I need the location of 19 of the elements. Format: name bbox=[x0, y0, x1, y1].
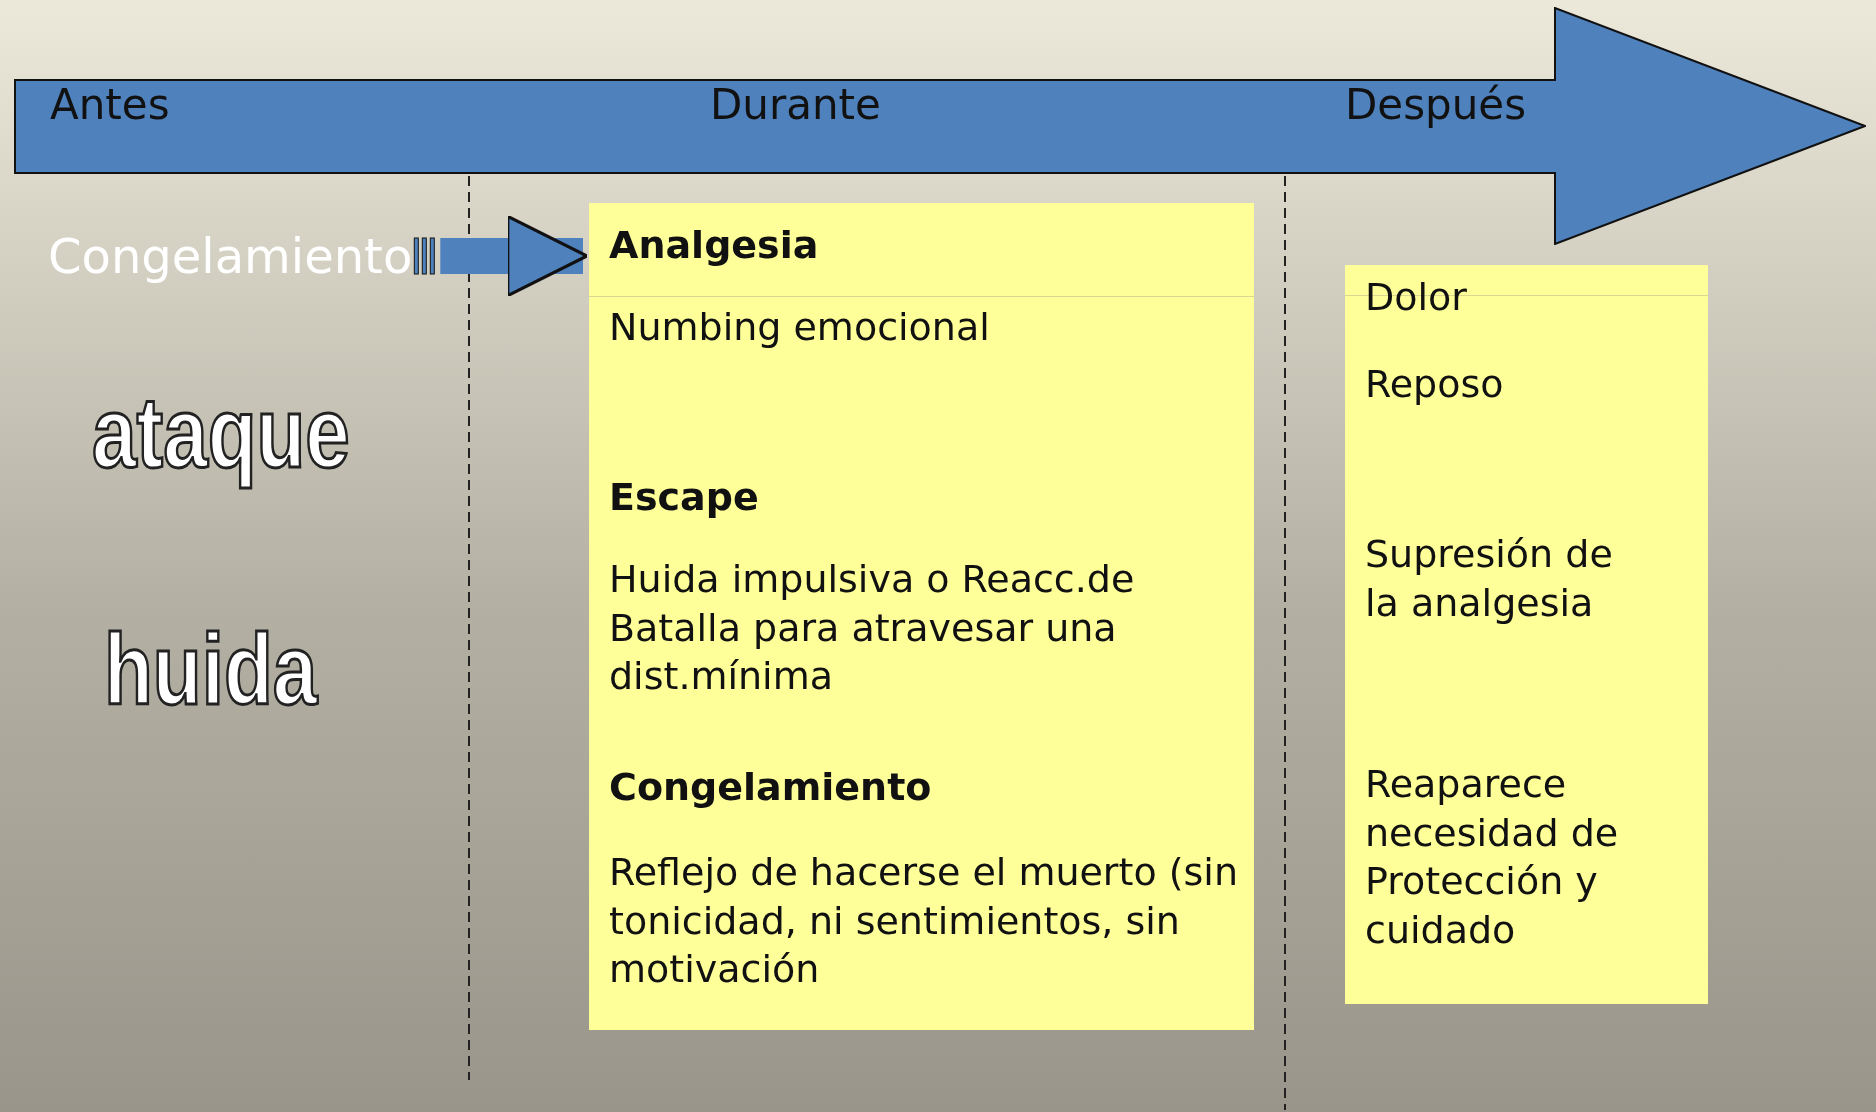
body-text: Reflejo de hacerse el muerto (sin tonicidad, ni sentimientos, sin motivación bbox=[609, 849, 1238, 994]
heading-text: Escape bbox=[609, 474, 760, 521]
note-card bbox=[1345, 265, 1708, 1004]
heading-text: Analgesia bbox=[609, 222, 820, 269]
body-text: Huida impulsiva o Reacc.de Batalla para atravesar una dist.mínima bbox=[609, 556, 1136, 701]
body-text: Reaparece necesidad de Protección y cuidado bbox=[1365, 761, 1620, 954]
outlined-word: ataque bbox=[92, 375, 350, 490]
phase-label: Después bbox=[1345, 80, 1527, 129]
phase-label: Antes bbox=[50, 80, 170, 129]
heading-text: Congelamiento bbox=[609, 764, 933, 811]
stage-label: Congelamiento bbox=[48, 228, 413, 284]
body-text: Supresión de la analgesia bbox=[1365, 531, 1614, 627]
block-arrow bbox=[440, 214, 589, 298]
body-text: Dolor bbox=[1365, 274, 1468, 321]
body-text: Numbing emocional bbox=[609, 304, 991, 351]
outlined-word: huida bbox=[104, 612, 318, 727]
note-card bbox=[589, 203, 1254, 1030]
phase-label: Durante bbox=[710, 80, 881, 129]
body-text: Reposo bbox=[1365, 361, 1505, 408]
